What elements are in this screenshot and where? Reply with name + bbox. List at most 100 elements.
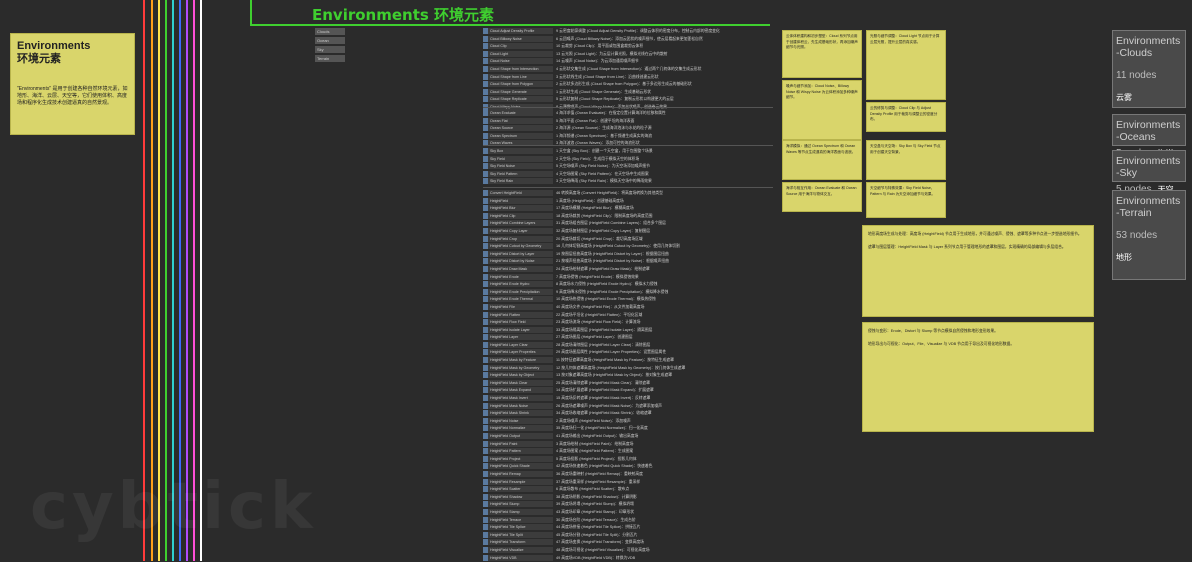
node-description: 34 高度场收缩遮罩 (HeightField Mask Shrink)：收缩遮… [556, 411, 652, 416]
node-item[interactable]: Cloud Shape Replicate [483, 96, 553, 103]
node-item[interactable]: HeightField Transform [483, 539, 553, 546]
node-item[interactable]: Sky Box [483, 148, 553, 154]
node-item[interactable]: HeightField Pattern [483, 448, 553, 455]
node-item[interactable]: HeightField Mask Shrink [483, 410, 553, 417]
sticky-note[interactable]: 云体体积建构和初步塑型：Cloud 系列节点用于创建体积云，先生成基础形状，再添… [782, 30, 862, 78]
node-item[interactable]: HeightField Paint [483, 440, 553, 447]
node-item[interactable]: Ocean Waves [483, 140, 553, 147]
node-item[interactable]: Cloud Shape from Intersection [483, 65, 553, 72]
node-item[interactable]: HeightField Combine Layers [483, 220, 553, 227]
sticky-note[interactable]: 噪声与细节添加：Cloud Noise、Billowy Noise 和 Wisp… [782, 80, 862, 140]
node-item[interactable]: HeightField Scatter [483, 486, 553, 493]
intro-sticky-note[interactable]: Environments 环境元素 "Environments" 是用于创建各种… [10, 33, 135, 135]
side-group-box[interactable]: Environments -Sky5 nodes天空 [1112, 150, 1186, 195]
node-item[interactable]: HeightField Erode Thermal [483, 296, 553, 303]
node-description: 25 高度场清除遮罩 (HeightField Mask Clear)：清除遮罩 [556, 380, 650, 385]
node-item[interactable]: HeightField Cutout by Geometry [483, 243, 553, 250]
node-description: 2 高度场噪声 (HeightField Noise)：添加噪声 [556, 418, 631, 423]
node-item[interactable]: Cloud Shape from Polygon [483, 81, 553, 88]
node-description: 18 高度场裁剪 (HeightField Clip)：限制高度场的高度范围 [556, 213, 653, 218]
node-item[interactable]: Sky Field Noise [483, 163, 553, 170]
side-group-count: 11 nodes [1116, 70, 1157, 81]
node-item[interactable]: HeightField Mask Expand [483, 387, 553, 394]
node-item[interactable]: HeightField Mask Invert [483, 395, 553, 402]
node-item[interactable]: HeightField Clip [483, 212, 553, 219]
node-item[interactable]: HeightField Mask Noise [483, 402, 553, 409]
node-item[interactable]: Cloud Noise [483, 58, 553, 65]
node-item[interactable]: HeightField Flow Field [483, 319, 553, 326]
sticky-note-large[interactable]: 侵蚀与变形：Erode、Distort 与 Slump 等节点模拟自然侵蚀和地形… [862, 322, 1094, 432]
node-item[interactable]: HeightField Mask by Object [483, 372, 553, 379]
sticky-note[interactable]: 光照与细节调整：Cloud Light 节点用于计算云层光照，提升云层的真实感。 [866, 30, 946, 100]
node-item[interactable]: HeightField Erode Precipitation [483, 288, 553, 295]
node-item[interactable]: Ocean Source [483, 125, 553, 132]
node-item[interactable]: HeightField Shadow [483, 493, 553, 500]
node-item[interactable]: Cloud Shape Generate [483, 88, 553, 95]
node-item[interactable]: HeightField Remap [483, 470, 553, 477]
node-item[interactable]: HeightField Mask Clear [483, 379, 553, 386]
node-item[interactable]: HeightField Terrace [483, 516, 553, 523]
input-node[interactable]: Clouds [315, 28, 345, 35]
node-item[interactable]: Ocean Flat [483, 117, 553, 124]
group-separator [483, 107, 773, 108]
node-description: 42 高度场快速着色 (HeightField Quick Shade)：快速着… [556, 464, 653, 469]
node-item[interactable]: HeightField Isolate Layer [483, 326, 553, 333]
node-description: 40 高度场文件 (HeightField File)：从文件加载高度场 [556, 304, 645, 309]
node-item[interactable]: HeightField Tile Splice [483, 524, 553, 531]
node-item[interactable]: Convert HeightField [483, 190, 553, 196]
node-item[interactable]: HeightField Layer Properties [483, 349, 553, 356]
node-item[interactable]: Ocean Evaluate [483, 110, 553, 116]
node-item[interactable]: Cloud Light [483, 50, 553, 57]
node-item[interactable]: Cloud Wispy Noise [483, 103, 553, 110]
node-item[interactable]: HeightField Erode Hydro [483, 281, 553, 288]
node-item[interactable]: HeightField Output [483, 433, 553, 439]
node-item[interactable]: HeightField VDB [483, 554, 553, 561]
node-item[interactable]: Cloud Shape from Line [483, 73, 553, 80]
node-description: 39 高度场坍塌 (HeightField Slump)：模拟坍塌 [556, 502, 634, 507]
node-item[interactable]: HeightField [483, 197, 553, 204]
sticky-note[interactable]: 海洋模拟：通过 Ocean Spectrum 和 Ocean Waves 等节点… [782, 140, 862, 180]
node-item[interactable]: HeightField Visualize [483, 546, 553, 553]
node-item[interactable]: HeightField Layer Clear [483, 341, 553, 348]
node-item[interactable]: HeightField Layer [483, 334, 553, 341]
node-item[interactable]: HeightField Blur [483, 205, 553, 212]
node-item[interactable]: HeightField Noise [483, 417, 553, 424]
node-item[interactable]: Sky Field [483, 155, 553, 162]
sticky-note[interactable]: 云的修剪与调整：Cloud Clip 与 Adjust Density Prof… [866, 102, 946, 132]
node-item[interactable]: Cloud Billowy Noise [483, 35, 553, 42]
node-item[interactable]: HeightField Draw Mask [483, 265, 553, 272]
node-item[interactable]: HeightField Resample [483, 478, 553, 485]
input-node[interactable]: Sky [315, 46, 345, 53]
node-item[interactable]: HeightField Distort by Noise [483, 258, 553, 265]
node-item[interactable]: Cloud Adjust Density Profile [483, 28, 553, 34]
node-item[interactable]: HeightField Normalize [483, 425, 553, 432]
node-item[interactable]: HeightField Slump [483, 501, 553, 508]
node-item[interactable]: HeightField Quick Shade [483, 463, 553, 470]
node-item[interactable]: HeightField Stamp [483, 508, 553, 515]
sticky-note[interactable]: 天空细节与特殊效果：Sky Field Noise、Pattern 与 Rain… [866, 182, 946, 218]
node-item[interactable]: HeightField Copy Layer [483, 227, 553, 234]
wire-line [193, 0, 195, 561]
node-item[interactable]: HeightField Erode [483, 273, 553, 280]
sticky-note-large[interactable]: 地形高度场生成与处理：高度场 (HeightField) 节点用于生成地形，并可… [862, 225, 1094, 317]
input-node[interactable]: Ocean [315, 37, 345, 44]
input-node[interactable]: Terrain [315, 55, 345, 62]
node-item[interactable]: Sky Field Rain [483, 178, 553, 185]
node-item[interactable]: HeightField Project [483, 455, 553, 462]
node-item[interactable]: Sky Field Pattern [483, 170, 553, 177]
node-item[interactable]: HeightField Mask by Geometry [483, 364, 553, 371]
node-description: 3 海洋波浪 (Ocean Waves)：添加可控的海浪形状 [556, 141, 640, 146]
node-item[interactable]: HeightField Distort by Layer [483, 250, 553, 257]
node-item[interactable]: HeightField Mask by Feature [483, 357, 553, 364]
node-item[interactable]: Cloud Clip [483, 43, 553, 50]
sticky-note[interactable]: 海洋与相互作用：Ocean Evaluate 和 Ocean Source 用于… [782, 182, 862, 212]
node-item[interactable]: Ocean Spectrum [483, 132, 553, 139]
node-item[interactable]: HeightField Crop [483, 235, 553, 242]
side-group-box[interactable]: Environments -Oceans5 nodes海洋 [1112, 114, 1186, 159]
node-item[interactable]: HeightField Flatten [483, 311, 553, 318]
node-item[interactable]: HeightField Tile Split [483, 531, 553, 538]
sticky-note[interactable]: 天空盒与天空场：Sky Box 与 Sky Field 节点用于创建天空背景。 [866, 140, 946, 180]
node-item[interactable]: HeightField File [483, 303, 553, 310]
